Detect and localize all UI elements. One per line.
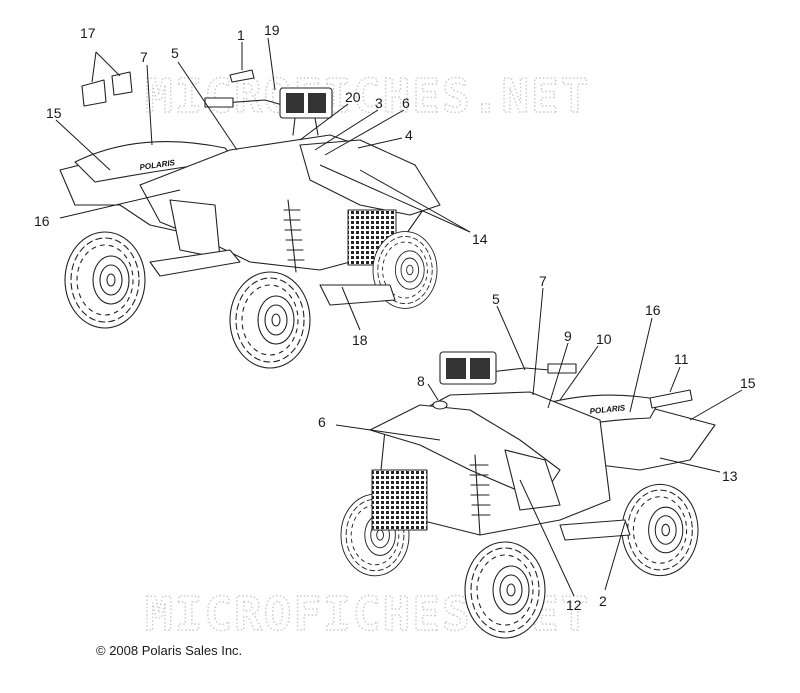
callout-5-bottom: 5: [492, 291, 500, 307]
callout-19: 19: [264, 22, 280, 38]
callout-6-top: 6: [402, 95, 410, 111]
callout-3: 3: [375, 95, 383, 111]
atv1-front-left-tire: [229, 271, 311, 369]
callout-4: 4: [405, 127, 413, 143]
leader-13: [659, 457, 721, 473]
callout-2: 2: [599, 593, 607, 609]
callout-15-bottom: 15: [740, 375, 756, 391]
atv2-side-panel: [504, 449, 561, 511]
callout-9: 9: [564, 328, 572, 344]
callout-8: 8: [417, 373, 425, 389]
leader-18: [341, 286, 361, 331]
decal-1: [229, 69, 255, 83]
leader-16-top: [59, 189, 181, 219]
callout-7-bottom: 7: [539, 273, 547, 289]
callout-20: 20: [345, 89, 361, 105]
leader-8: [427, 383, 439, 401]
copyright-notice: © 2008 Polaris Sales Inc.: [96, 643, 242, 658]
leader-9: [547, 342, 569, 409]
callout-18: 18: [352, 332, 368, 348]
atv1-headlight-right: [308, 93, 326, 113]
atv1-footrest: [149, 249, 241, 277]
leader-12: [519, 479, 575, 597]
atv2-front-left-tire: [464, 541, 546, 639]
atv2-gas-cap: [432, 400, 448, 410]
atv2-grill: [371, 469, 428, 531]
leader-3: [314, 109, 379, 151]
callout-16-bottom: 16: [645, 302, 661, 318]
leader-16-bottom: [629, 317, 653, 413]
atv1-skid-plate: [319, 284, 396, 306]
atv2-headlight-left: [446, 358, 466, 379]
atv2-shock: [469, 454, 491, 536]
callout-6-bottom: 6: [318, 414, 326, 430]
leader-5-bottom: [496, 305, 526, 371]
leader-2: [604, 521, 626, 591]
atv1-headlight-mount: [292, 117, 319, 136]
decal-17-left: [81, 79, 107, 107]
atv2-footrest: [559, 519, 631, 541]
leader-17a: [91, 51, 97, 83]
leader-15-bottom: [689, 389, 743, 421]
callout-17: 17: [80, 25, 96, 41]
callout-11: 11: [674, 351, 689, 367]
atv-rear-view: POLARIS: [59, 69, 441, 369]
atv2-rear-right-tire: [621, 483, 699, 577]
atv2-grip: [547, 363, 577, 374]
decal-17-right: [111, 71, 133, 96]
leader-6-bottom: [335, 424, 441, 441]
leader-5-top: [177, 61, 238, 151]
leader-14a: [359, 169, 471, 233]
callout-15-top: 15: [46, 105, 62, 121]
leader-7-bottom: [532, 287, 544, 396]
callout-13: 13: [722, 468, 738, 484]
leader-4: [357, 137, 403, 149]
atv1-shock: [283, 199, 305, 273]
callout-12: 12: [566, 597, 582, 613]
atv1-side-panel: [169, 199, 221, 259]
decal-11: [649, 389, 693, 409]
leader-14b: [319, 164, 471, 233]
leader-20: [299, 103, 349, 141]
callout-14: 14: [472, 231, 488, 247]
leader-10: [559, 345, 599, 401]
callout-numbers: 17 7 5 1 19 20 3 6 4 15 16 14 18 5 7 9 1…: [34, 22, 756, 613]
callout-5-top: 5: [171, 45, 179, 61]
leader-15-top: [55, 119, 111, 171]
atv-front-view: POLARIS: [340, 351, 716, 639]
atv1-grip: [204, 97, 234, 108]
leader-17b: [95, 51, 121, 77]
watermark-top: MICROFICHES.NET: [145, 69, 590, 123]
leader-6-top: [324, 109, 405, 156]
leader-lines: [55, 37, 743, 597]
leader-11: [669, 366, 681, 393]
atv1-headlight-left: [286, 93, 304, 113]
callout-1: 1: [237, 27, 245, 43]
atv1-front-fender: [299, 139, 441, 216]
callout-7-top: 7: [140, 49, 148, 65]
atv2-headlight-right: [470, 358, 490, 379]
callout-10: 10: [596, 331, 612, 347]
atv2-seat-decal: POLARIS: [589, 403, 626, 416]
atv1-rear-left-tire: [64, 231, 146, 329]
leader-7-top: [146, 64, 153, 146]
callout-16-top: 16: [34, 213, 50, 229]
leader-19: [267, 37, 276, 91]
